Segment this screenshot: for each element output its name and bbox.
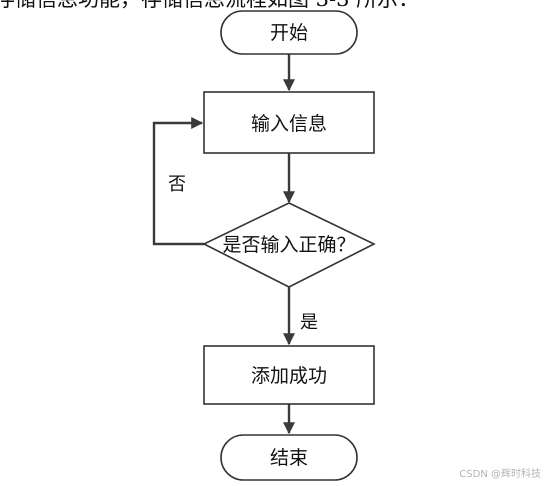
end-label: 结束 (270, 447, 308, 469)
start-label: 开始 (270, 22, 308, 44)
no-label: 否 (168, 174, 186, 195)
edge-decision-loop-back (152, 117, 204, 246)
header-clipped-text: 存储信息功能，存储信息流程如图 3-3 所示： (0, 0, 419, 11)
decision-label: 是否输入正确？ (222, 234, 355, 256)
start-node: 开始 (220, 10, 358, 55)
yes-label: 是 (300, 312, 318, 333)
watermark-text: CSDN @辉时科技 (459, 467, 541, 480)
input-label: 输入信息 (251, 113, 327, 135)
success-label: 添加成功 (251, 365, 327, 387)
input-node: 输入信息 (203, 91, 375, 154)
end-node: 结束 (220, 434, 358, 481)
success-node: 添加成功 (203, 345, 375, 405)
decision-node: 是否输入正确？ (202, 202, 376, 288)
